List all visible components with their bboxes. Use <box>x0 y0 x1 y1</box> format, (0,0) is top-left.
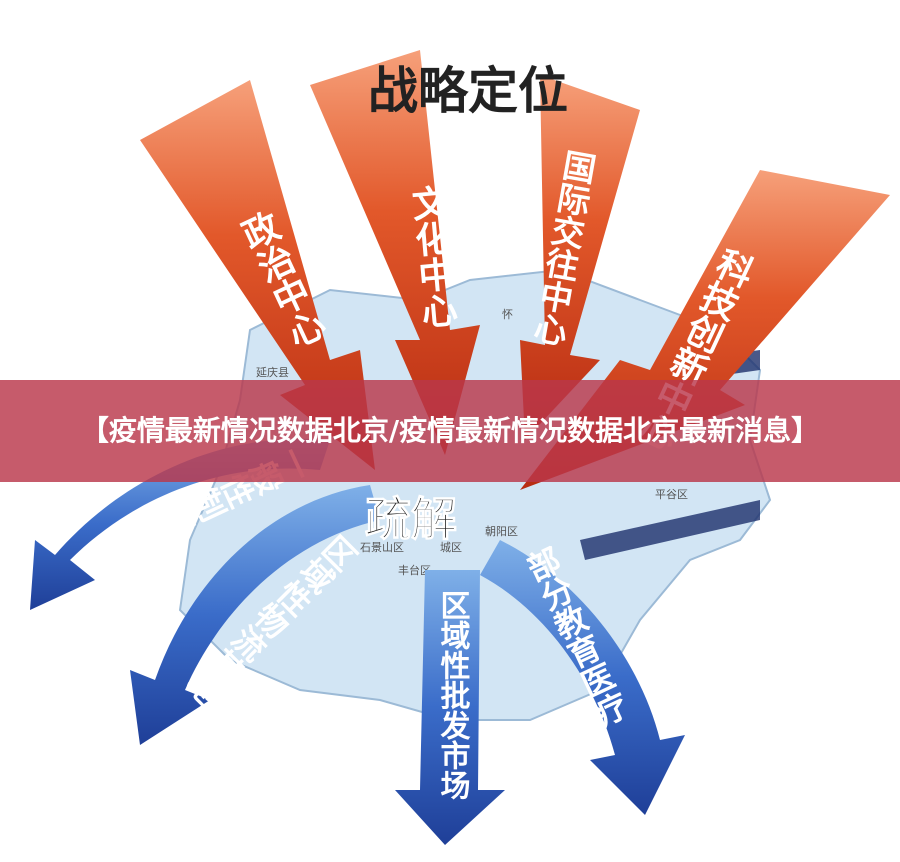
map-label: 延庆县 <box>256 365 289 379</box>
map-edge-3d <box>580 500 760 560</box>
center-heading: 疏解 <box>365 492 457 546</box>
banner-title: 【疫情最新情况数据北京/疫情最新情况数据北京最新消息】 <box>80 414 820 447</box>
red-arrow-cultural <box>310 50 480 455</box>
red-arrow-political <box>140 80 375 470</box>
title-banner: 【疫情最新情况数据北京/疫情最新情况数据北京最新消息】 <box>0 380 900 482</box>
blue-arrow-logistics <box>130 485 380 745</box>
map-label: 丰台区 <box>398 563 431 577</box>
map-label: 朝阳区 <box>485 525 518 538</box>
red-arrow-international <box>520 75 640 440</box>
top-heading: 战略定位 <box>368 62 568 120</box>
blue-arrow-label: 区域性批发市场 <box>435 590 472 800</box>
map-label: 平谷区 <box>655 488 688 501</box>
map-label: 城区 <box>440 541 462 554</box>
blue-arrow-education <box>480 540 685 815</box>
blue-arrow-wholesale <box>395 570 505 845</box>
map-label: 石景山区 <box>360 541 404 554</box>
map-label: 怀 <box>502 308 513 321</box>
